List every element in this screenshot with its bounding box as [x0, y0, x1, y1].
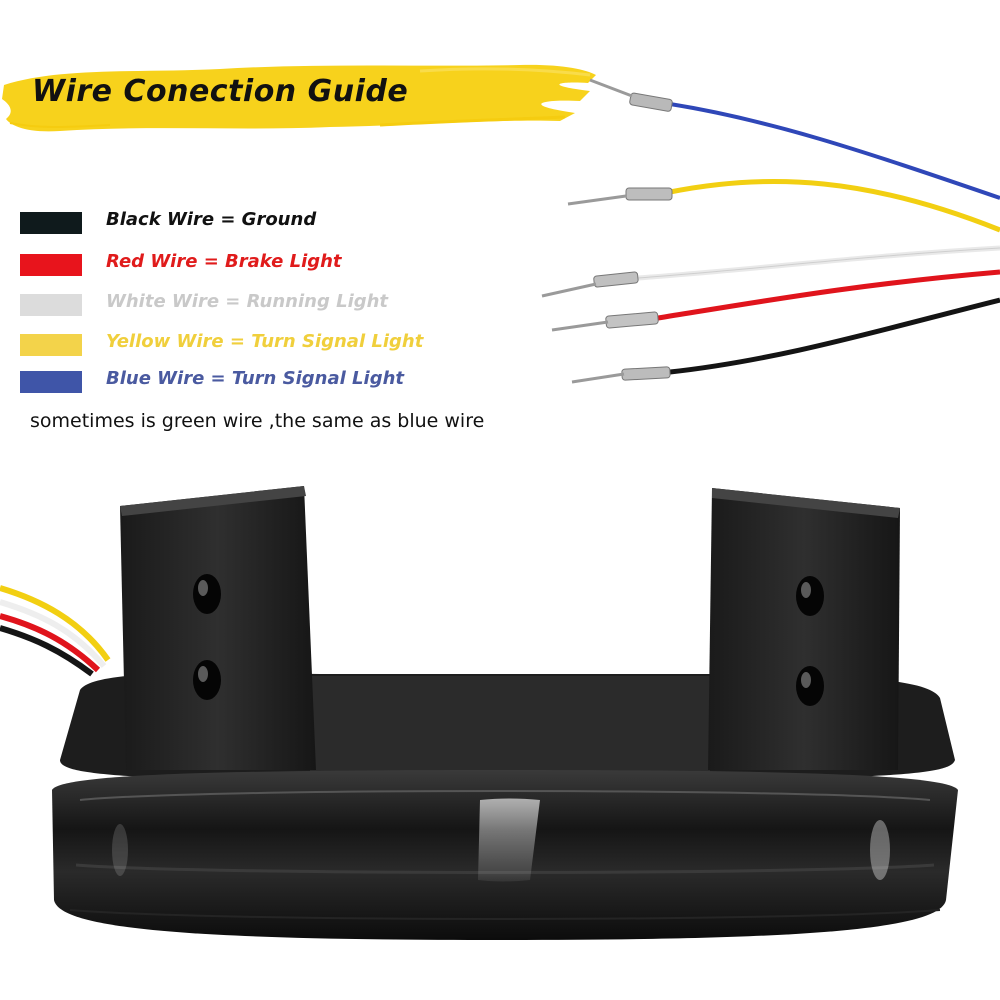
- legend-row-white: White Wire = Running Light: [20, 290, 540, 320]
- legend-row-yellow: Yellow Wire = Turn Signal Light: [20, 330, 540, 360]
- housing-top-panel: [310, 676, 710, 776]
- right-bracket-upper-hole: [796, 576, 824, 616]
- yellow-wire: [567, 178, 1000, 233]
- white-wire: [541, 245, 1000, 298]
- legend-label-black: Black Wire = Ground: [106, 209, 317, 230]
- legend-label-yellow: Yellow Wire = Turn Signal Light: [106, 331, 424, 352]
- swatch-black: [20, 212, 82, 234]
- swatch-red: [20, 254, 82, 276]
- harness-wires: [0, 585, 111, 677]
- blue-wire: [589, 78, 1000, 200]
- right-mounting-bracket: [708, 488, 900, 770]
- swatch-white: [20, 294, 82, 316]
- right-bracket-lower-hole: [796, 666, 824, 706]
- legend-row-blue: Blue Wire = Turn Signal Light: [20, 367, 540, 397]
- black-wire: [571, 297, 1000, 384]
- legend-row-red: Red Wire = Brake Light: [20, 250, 540, 280]
- smoked-lens: [52, 770, 958, 940]
- wires-illustration: [541, 78, 1000, 384]
- title-banner: [0, 55, 600, 143]
- guide-title: Wire Conection Guide: [32, 74, 409, 109]
- swatch-yellow: [20, 334, 82, 356]
- green-wire-note: sometimes is green wire ,the same as blu…: [30, 410, 485, 432]
- left-bracket-lower-hole: [193, 660, 221, 700]
- legend-row-black: Black Wire = Ground: [20, 208, 540, 238]
- legend-label-blue: Blue Wire = Turn Signal Light: [106, 368, 404, 389]
- red-wire: [551, 269, 1000, 332]
- wire-legend: Black Wire = Ground Red Wire = Brake Lig…: [0, 0, 560, 420]
- legend-label-red: Red Wire = Brake Light: [106, 251, 342, 272]
- left-bracket-upper-hole: [193, 574, 221, 614]
- swatch-blue: [20, 371, 82, 393]
- legend-label-white: White Wire = Running Light: [106, 291, 389, 312]
- brush-stroke-graphic: [2, 64, 596, 132]
- left-mounting-bracket: [120, 486, 316, 770]
- tail-light-product-image: [0, 486, 958, 940]
